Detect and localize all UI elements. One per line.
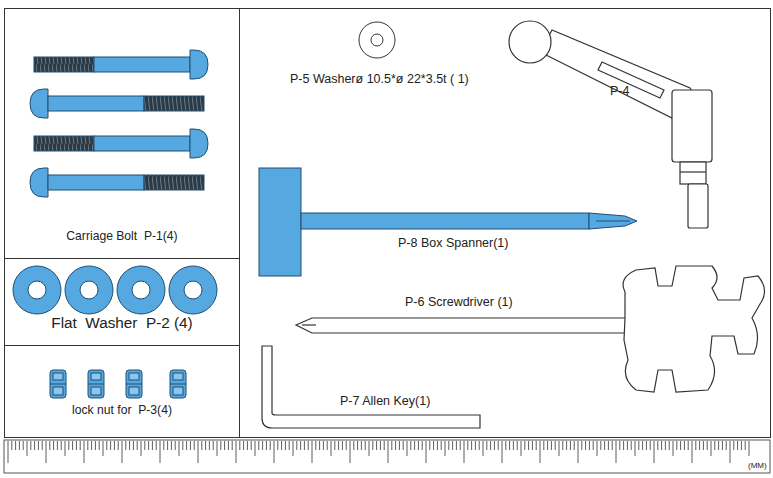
part-name: Carriage Bolt P-1(4) xyxy=(5,229,239,243)
part-cell: Flat Washer P-2 (4) xyxy=(5,259,239,345)
part-cell: lock nut for P-3(4) xyxy=(5,346,239,437)
part-label: P-4 xyxy=(610,84,629,98)
part-label: P-5 Washerø 10.5*ø 22*3.5t ( 1) xyxy=(290,72,469,86)
part-label: P-7 Allen Key(1) xyxy=(340,394,430,408)
unit-label: (MM) xyxy=(747,461,768,470)
part-label: P-6 Screwdriver (1) xyxy=(405,295,513,309)
part-cell: Carriage Bolt P-1(4) xyxy=(5,9,239,258)
part-label: P-8 Box Spanner(1) xyxy=(398,236,508,250)
part-name: lock nut for P-3(4) xyxy=(5,403,239,417)
part-name: Flat Washer P-2 (4) xyxy=(5,314,239,332)
